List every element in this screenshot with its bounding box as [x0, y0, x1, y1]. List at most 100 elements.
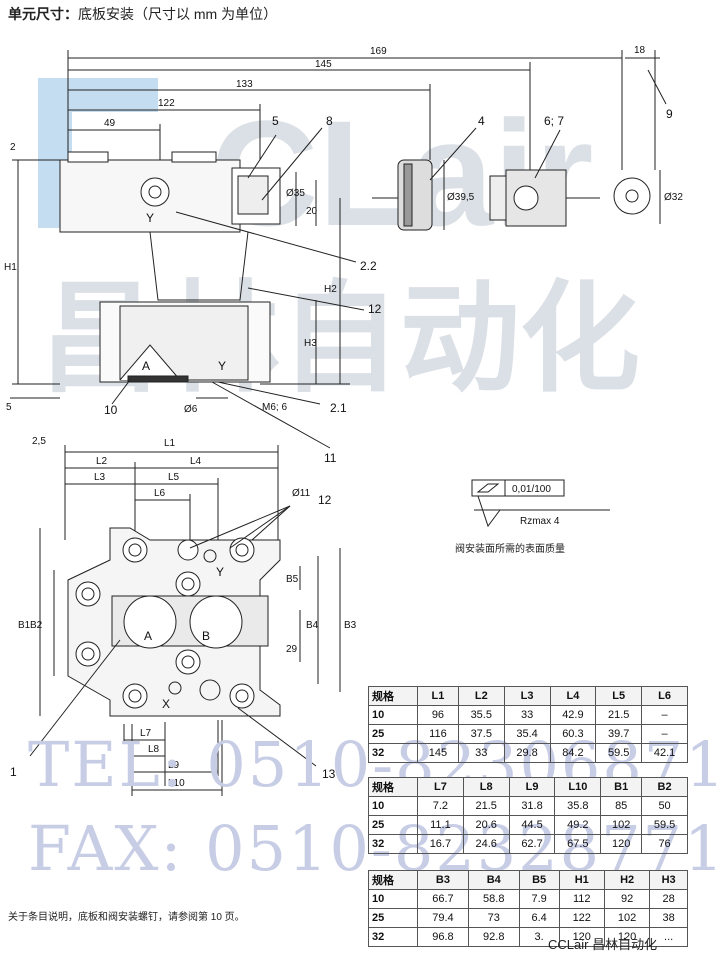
dim-5: 5: [6, 402, 12, 413]
table-cell: 25: [368, 908, 418, 928]
table-cell: 79.4: [417, 908, 469, 928]
table-cell: 28: [649, 889, 688, 909]
table-cell: 38: [649, 908, 688, 928]
table-cell: 7.2: [417, 796, 464, 816]
callout-6-7: 6; 7: [544, 114, 564, 128]
port-label-b-plan: B: [202, 629, 210, 643]
table-cell: 50: [641, 796, 688, 816]
table-header-cell: H2: [603, 870, 651, 890]
table-cell: 59.5: [641, 815, 688, 835]
table-header-cell: L9: [508, 777, 556, 797]
callout-10: 10: [104, 403, 118, 417]
table-header-cell: B4: [467, 870, 520, 890]
dim-2-5: 2,5: [32, 436, 46, 447]
table-cell: 35.5: [457, 705, 505, 725]
table-cell: 84.2: [549, 743, 597, 763]
table-header-cell: L7: [417, 777, 464, 797]
table-cell: 11.1: [417, 815, 464, 835]
dim-145: 145: [315, 59, 332, 70]
table-cell: –: [641, 724, 688, 744]
table-header-cell: B3: [417, 870, 469, 890]
table-cell: –: [641, 705, 688, 725]
table-header-cell: H1: [558, 870, 605, 890]
table-cell: 21.5: [595, 705, 643, 725]
dim-m6: M6; 6: [262, 402, 287, 413]
table-header-cell: L5: [595, 686, 643, 706]
callout-13: 13: [322, 767, 336, 781]
table-header-cell: 规格: [368, 777, 418, 797]
dim-l10: L10: [168, 778, 185, 789]
callout-8: 8: [326, 114, 333, 128]
table-cell: 25: [368, 815, 418, 835]
brand-label: CCLair 昌林自动化: [548, 937, 658, 952]
table-cell: 102: [600, 815, 643, 835]
dim-d32: Ø32: [664, 192, 683, 203]
dim-l7: L7: [140, 728, 152, 739]
port-label-y-plan: Y: [216, 565, 224, 579]
table-cell: 21.5: [462, 796, 510, 816]
table-cell: 58.8: [467, 889, 520, 909]
dim-l5: L5: [168, 472, 180, 483]
dim-l8: L8: [148, 744, 160, 755]
plan-view-callouts: 12 1 13 A B X Y: [10, 493, 336, 781]
table-cell: 120: [558, 927, 605, 947]
table-cell: 122: [558, 908, 605, 928]
table-cell: 24.6: [462, 834, 510, 854]
table-cell: 96: [417, 705, 459, 725]
table-header-cell: L4: [549, 686, 597, 706]
table-cell: 102: [603, 908, 651, 928]
dim-20: 20: [306, 206, 318, 217]
table-cell: 42.1: [641, 743, 688, 763]
table-header-cell: L6: [641, 686, 688, 706]
callout-12-plan: 12: [318, 493, 332, 507]
table-cell: 6.4: [518, 908, 560, 928]
roughness-value: Rzmax 4: [520, 516, 560, 527]
dim-133: 133: [236, 79, 253, 90]
table-header-cell: L2: [457, 686, 505, 706]
table-header-cell: B1: [600, 777, 643, 797]
table-cell: 116: [417, 724, 459, 744]
dim-d11: Ø11: [292, 488, 311, 499]
table-cell: 112: [558, 889, 605, 909]
footnote: 关于条目说明，底板和阀安装螺钉，请参阅第 10 页。: [8, 912, 245, 923]
dim-b1: B1: [18, 620, 31, 631]
page-title: 单元尺寸：底板安装（尺寸以 mm 为单位）: [8, 6, 278, 22]
table-cell: 120: [603, 927, 651, 947]
port-label-a-plan: A: [144, 629, 152, 643]
dim-2: 2: [10, 142, 16, 153]
table-cell: 31.8: [508, 796, 556, 816]
top-view-callouts: 5 8 4 6; 7 9 2.2 12 10 2.1 11 A Y Y: [104, 107, 673, 465]
table-cell: 62.7: [508, 834, 556, 854]
table-cell: 20.6: [462, 815, 510, 835]
table-cell: 120: [600, 834, 643, 854]
port-label-y-top: Y: [218, 359, 226, 373]
table-cell: 76: [641, 834, 688, 854]
dim-l3: L3: [94, 472, 106, 483]
dim-l4: L4: [190, 456, 202, 467]
dim-d35: Ø35: [286, 188, 305, 199]
dim-l2: L2: [96, 456, 108, 467]
table-cell: 92: [603, 889, 651, 909]
dim-d39-5: Ø39,5: [447, 192, 475, 203]
table-cell: ...: [649, 927, 688, 947]
table-cell: 7.9: [518, 889, 560, 909]
table-cell: 3.: [518, 927, 560, 947]
dim-h3: H3: [304, 338, 317, 349]
callout-2-2: 2.2: [360, 259, 377, 273]
table-cell: 96.8: [417, 927, 469, 947]
callout-9: 9: [666, 107, 673, 121]
table-cell: 92.8: [467, 927, 520, 947]
